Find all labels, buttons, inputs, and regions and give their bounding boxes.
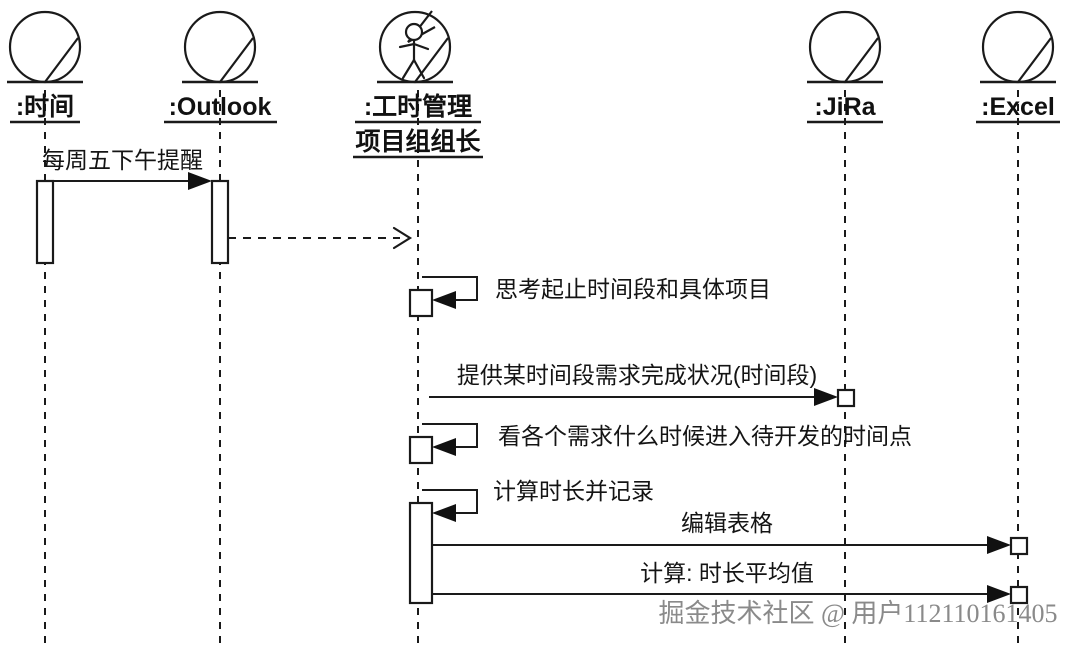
message-m4[interactable]: 提供某时间段需求完成状况(时间段): [429, 362, 838, 406]
self-message-loop-m6: [422, 489, 478, 514]
message-m2[interactable]: [228, 226, 413, 250]
boundary-slash-icon: [219, 37, 254, 83]
arrowhead-filled-icon: [987, 536, 1011, 554]
activation-bar-excel-2: [1009, 585, 1029, 605]
boundary-circle-icon: [808, 10, 882, 84]
arrowhead-filled-icon: [814, 388, 838, 406]
message-m3[interactable]: 思考起止时间段和具体项目: [422, 276, 771, 309]
activation-bar-manager-self-1: [408, 288, 434, 318]
participant-label-jira: :JiRa: [814, 93, 876, 121]
message-label-m1: 每周五下午提醒: [42, 147, 203, 173]
arrowhead-filled-icon: [432, 504, 456, 522]
participant-label-time: :时间: [16, 93, 74, 121]
actor-stick-figure-icon: [398, 22, 430, 80]
boundary-slash-icon: [844, 37, 879, 83]
self-message-loop-m5: [422, 423, 478, 448]
boundary-slash-icon: [44, 37, 79, 83]
actor-slash-icon: [414, 37, 449, 83]
activation-bar-jira: [836, 388, 856, 408]
participant-label-manager: :工时管理: [364, 92, 472, 121]
boundary-circle-icon: [8, 10, 82, 84]
activation-bar-time: [35, 179, 55, 265]
message-m7[interactable]: 编辑表格: [432, 510, 1011, 554]
activation-bars-group: [35, 179, 1029, 605]
boundary-slash-icon: [1017, 37, 1052, 83]
message-m1[interactable]: 每周五下午提醒: [42, 147, 212, 190]
arrowhead-filled-icon: [432, 291, 456, 309]
self-message-loop-m3: [422, 276, 478, 301]
boundary-circle-icon: [183, 10, 257, 84]
participant-manager[interactable]: :工时管理 项目组组长: [353, 10, 483, 159]
activation-bar-outlook: [210, 179, 230, 265]
activation-bar-excel-1: [1009, 536, 1029, 556]
participant-label-excel: :Excel: [981, 93, 1055, 121]
boundary-circle-icon: [981, 10, 1055, 84]
participant-label-outlook: :Outlook: [169, 93, 272, 121]
participant-label-manager-2: 项目组组长: [355, 128, 481, 156]
participant-time[interactable]: :时间: [7, 10, 83, 124]
activation-bar-manager-self-3: [408, 501, 434, 605]
message-m6[interactable]: 计算时长并记录: [422, 478, 654, 522]
message-m5[interactable]: 看各个需求什么时候进入待开发的时间点: [422, 423, 912, 456]
participant-excel[interactable]: :Excel: [976, 10, 1060, 124]
arrowhead-filled-icon: [188, 172, 212, 190]
arrowhead-open-icon: [392, 226, 413, 250]
message-label-m5: 看各个需求什么时候进入待开发的时间点: [498, 423, 912, 449]
message-label-m4: 提供某时间段需求完成状况(时间段): [457, 362, 817, 388]
watermark-text: 掘金技术社区 @ 用户112110161405: [658, 599, 1057, 628]
participant-jira[interactable]: :JiRa: [807, 10, 883, 124]
message-label-m3: 思考起止时间段和具体项目: [495, 276, 771, 302]
message-m8[interactable]: 计算: 时长平均值: [432, 560, 1011, 603]
arrowhead-filled-icon: [987, 585, 1011, 603]
activation-bar-manager-self-2: [408, 435, 434, 465]
arrowhead-filled-icon: [432, 438, 456, 456]
message-label-m7: 编辑表格: [681, 510, 773, 536]
actor-slash-tail-icon: [407, 10, 436, 43]
participant-outlook[interactable]: :Outlook: [164, 10, 277, 124]
message-label-m8: 计算: 时长平均值: [640, 560, 814, 586]
message-label-m6: 计算时长并记录: [493, 478, 654, 504]
